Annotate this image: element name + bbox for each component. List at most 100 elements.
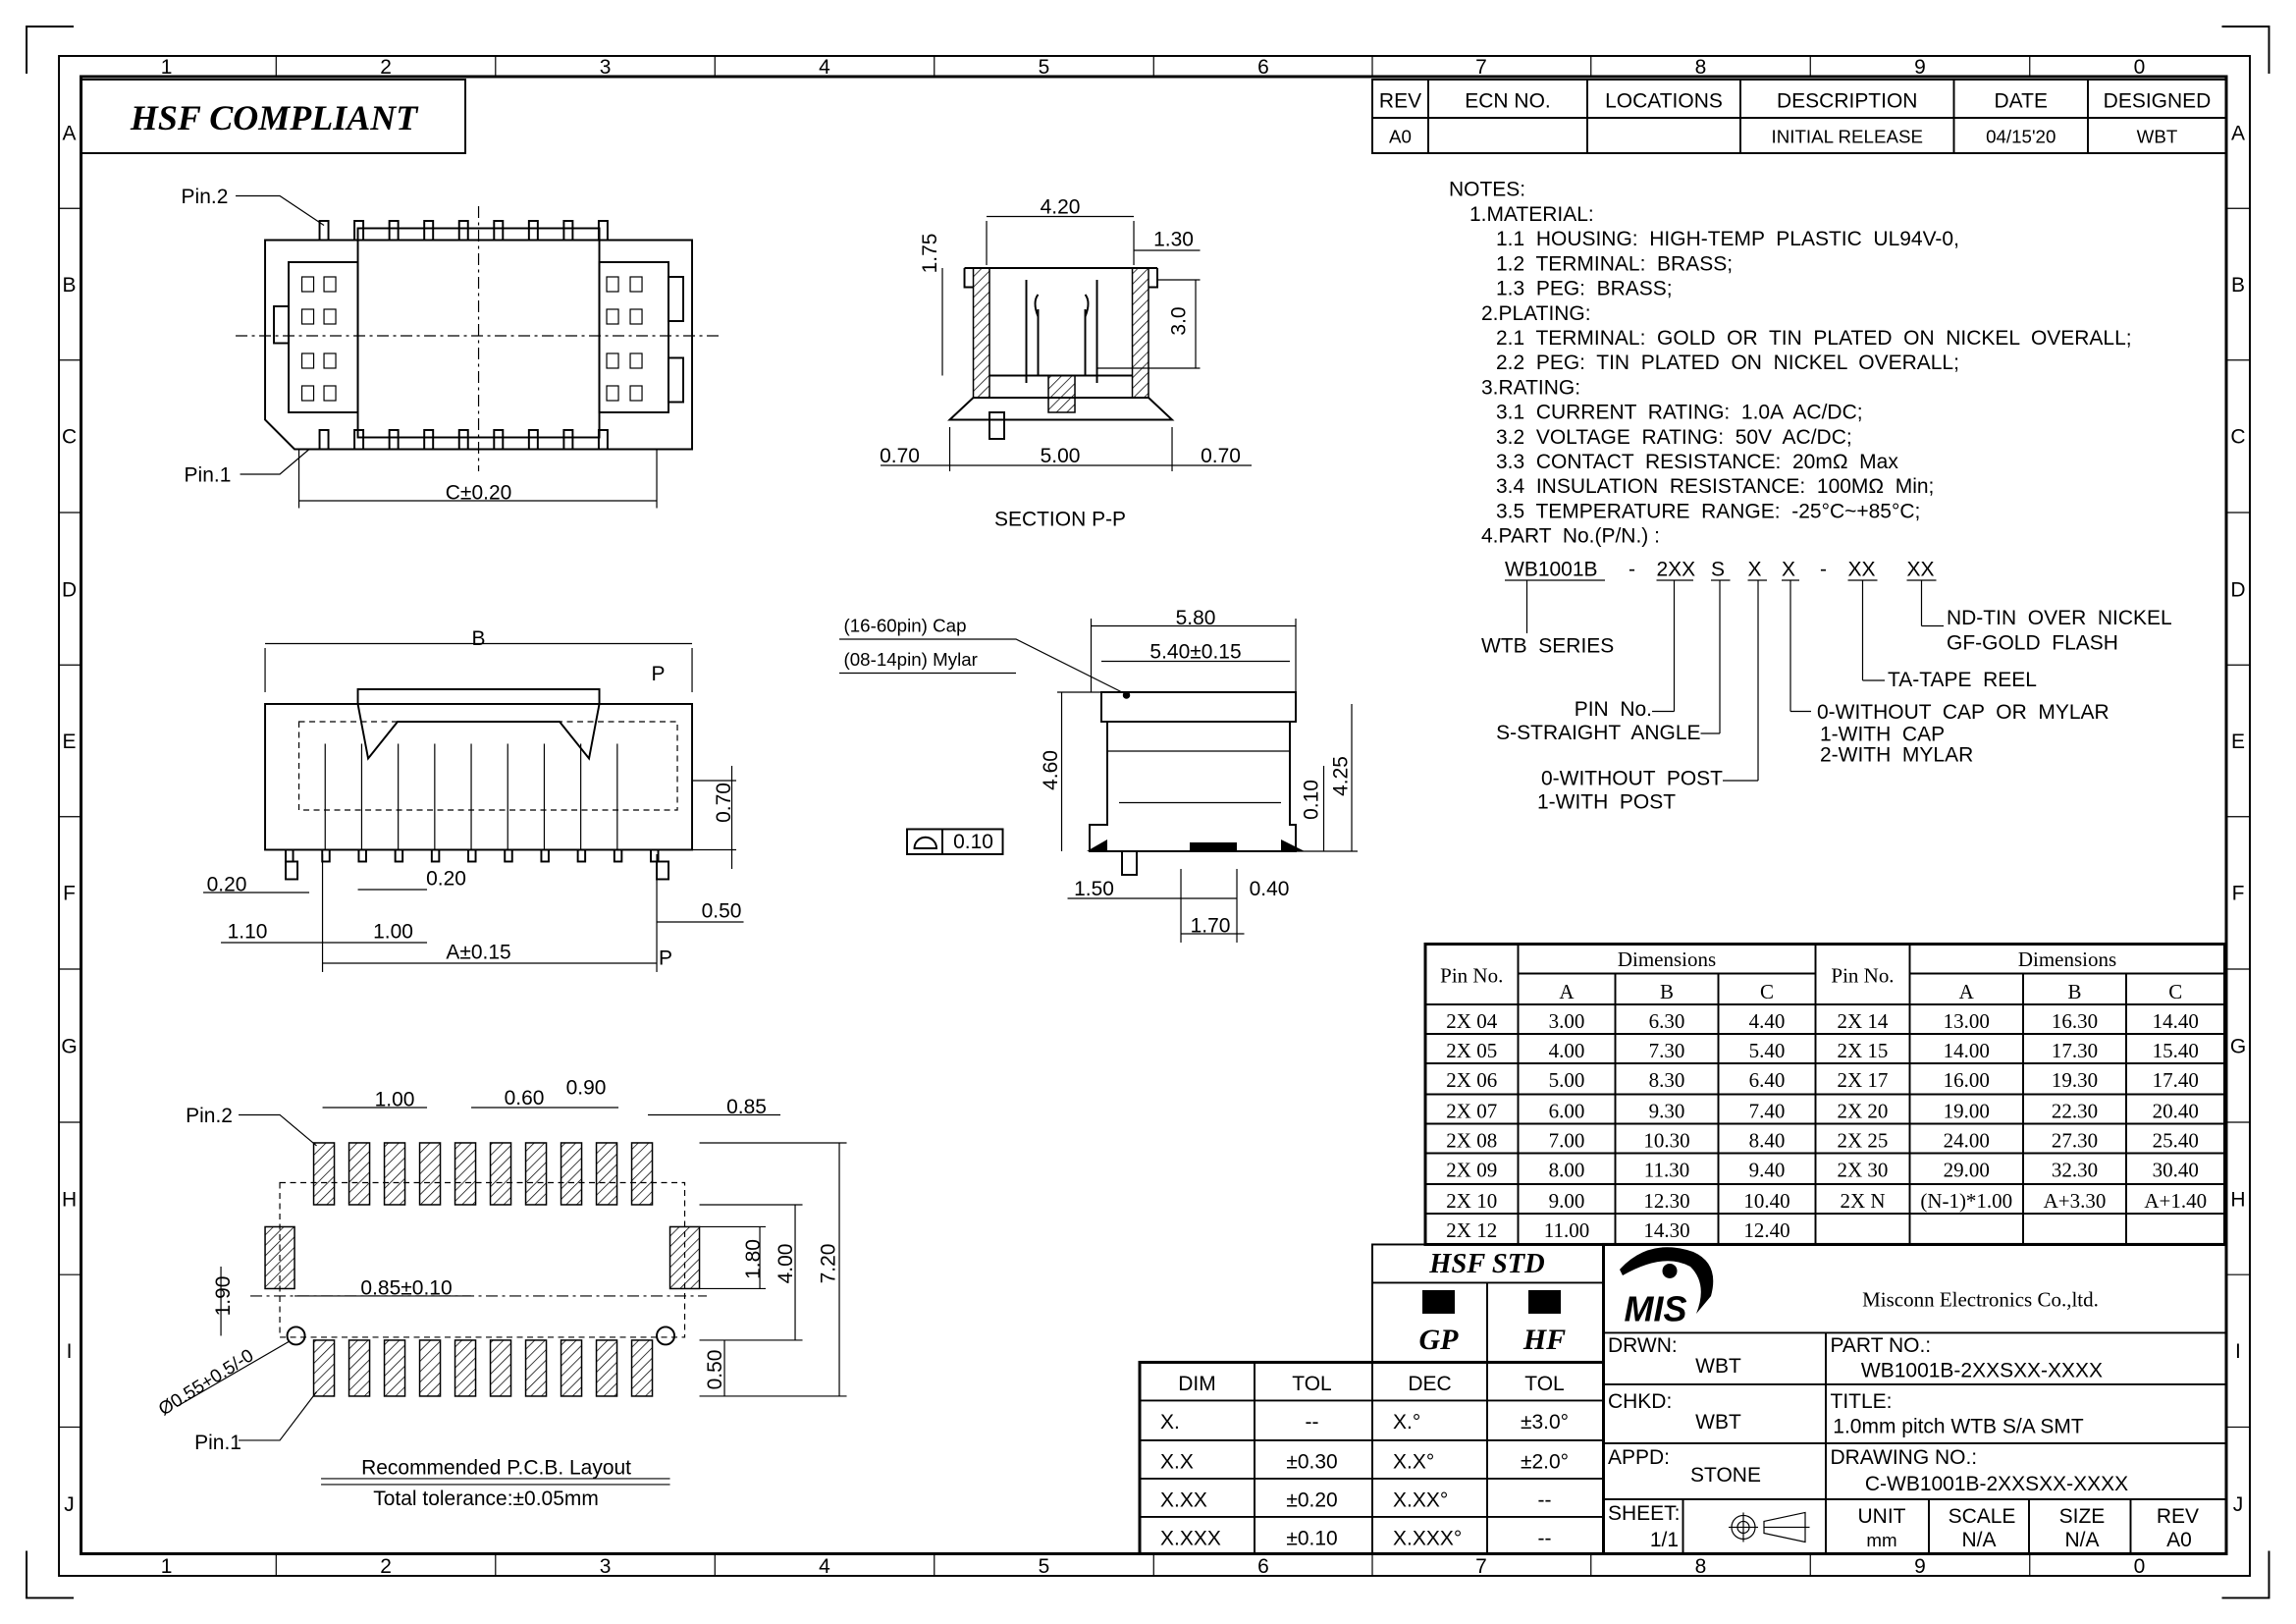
dim-c: C±0.20 xyxy=(446,481,512,504)
side-pin xyxy=(467,848,477,863)
pcb-pad xyxy=(630,1142,654,1206)
dim-cell: X.X xyxy=(1160,1450,1194,1473)
frame-column-label-top: 8 xyxy=(1695,56,1707,79)
pcb-pad xyxy=(454,1339,477,1397)
pcb-dim-4-00: 4.00 xyxy=(774,1244,797,1284)
drwn-value: WBT xyxy=(1695,1355,1741,1378)
table-cell: 15.40 xyxy=(2153,1039,2199,1062)
angle-tol-cell: -- xyxy=(1538,1489,1552,1511)
note-line: 1.MATERIAL: xyxy=(1469,203,1594,226)
top-pin xyxy=(562,220,574,242)
part-no-label: PART NO.: xyxy=(1831,1334,1932,1357)
contact-slot xyxy=(323,352,337,369)
table-cell: 7.00 xyxy=(1549,1128,1585,1152)
rev-header: REV xyxy=(1379,89,1421,112)
pcb-layout-title: Recommended P.C.B. Layout xyxy=(361,1456,631,1479)
drwn-label: DRWN: xyxy=(1608,1334,1678,1357)
table-cell: 22.30 xyxy=(2052,1099,2098,1122)
note-line: 1.3 PEG: BRASS; xyxy=(1496,278,1673,300)
frame-column-label-top: 5 xyxy=(1039,56,1050,79)
frame-column-label-bottom: 9 xyxy=(1914,1555,1926,1578)
pin1-label: Pin.1 xyxy=(185,463,232,486)
pn-segment: 2XX xyxy=(1657,558,1696,580)
scale-label: SCALE xyxy=(1949,1505,2016,1528)
frame-column-label-top: 6 xyxy=(1257,56,1269,79)
top-pin xyxy=(457,429,469,451)
contact-slot xyxy=(323,385,337,402)
table-cell: 8.30 xyxy=(1649,1068,1685,1092)
note-line: 3.2 VOLTAGE RATING: 50V AC/DC; xyxy=(1496,426,1852,449)
title-value: 1.0mm pitch WTB S/A SMT xyxy=(1833,1415,2084,1437)
cap-label: (16-60pin) Cap xyxy=(844,615,967,635)
table-cell: 9.40 xyxy=(1749,1158,1786,1181)
corner-marks xyxy=(26,26,2270,1599)
dec-cell: X.° xyxy=(1393,1411,1420,1434)
table-cell: 8.00 xyxy=(1549,1158,1585,1181)
note-line: 3.3 CONTACT RESISTANCE: 20mΩ Max xyxy=(1496,451,1898,473)
dim-0-10: 0.10 xyxy=(1301,780,1323,820)
contact-slot xyxy=(300,276,315,293)
pcb-pad xyxy=(347,1142,371,1206)
top-pin xyxy=(457,220,469,242)
frame-row-label-left: H xyxy=(62,1188,77,1211)
frame-row-label-left: D xyxy=(62,578,77,601)
pcb-pin2-label: Pin.2 xyxy=(186,1105,233,1127)
chkd-label: CHKD: xyxy=(1608,1390,1672,1413)
dim-1-75: 1.75 xyxy=(919,234,941,274)
pn-segment: X xyxy=(1748,558,1762,580)
table-cell: 2X N xyxy=(1840,1189,1885,1213)
dim-1-50: 1.50 xyxy=(1074,878,1114,900)
dim-1-70: 1.70 xyxy=(1191,914,1231,937)
table-cell: 9.00 xyxy=(1549,1189,1585,1213)
side-pin xyxy=(394,848,404,863)
table-cell: 11.30 xyxy=(1644,1158,1689,1181)
frame-row-label-left: I xyxy=(67,1340,73,1363)
dim-col-header: A xyxy=(1959,980,1974,1003)
dec-header: DEC xyxy=(1408,1373,1451,1395)
frame-row-label-left: G xyxy=(61,1035,77,1057)
contact-slot xyxy=(629,352,643,369)
contact-slot xyxy=(323,276,337,293)
pcb-dim-0-85-tol: 0.85±0.10 xyxy=(360,1276,452,1299)
top-view: Pin.2 Pin.1 C±0.20 xyxy=(182,186,722,509)
frame-column-label-bottom: 4 xyxy=(819,1555,830,1578)
dim-a: A±0.15 xyxy=(446,941,510,963)
frame-column-label-bottom: 6 xyxy=(1257,1555,1269,1578)
section-view: 4.20 1.30 1.75 3.0 0.70 5.00 0.70 SECTIO… xyxy=(880,195,1253,530)
pn-segment: X xyxy=(1782,558,1795,580)
table-cell: 2X 05 xyxy=(1446,1039,1497,1062)
hsf-compliant-box: HSF COMPLIANT xyxy=(80,79,467,154)
note-line: 3.RATING: xyxy=(1481,376,1580,399)
pn-key-label: 0-WITHOUT POST xyxy=(1541,767,1723,789)
dim-3-0: 3.0 xyxy=(1168,306,1191,335)
table-cell: 2X 04 xyxy=(1446,1009,1497,1033)
table-cell: A+3.30 xyxy=(2044,1189,2107,1213)
frame-column-label-top: 0 xyxy=(2134,56,2146,79)
frame-column-label-bottom: 3 xyxy=(600,1555,612,1578)
side-pin xyxy=(650,848,660,863)
note-line: 1.1 HOUSING: HIGH-TEMP PLASTIC UL94V-0, xyxy=(1496,228,1959,250)
hf-marker xyxy=(1528,1289,1562,1314)
pcb-pad xyxy=(489,1339,512,1397)
dim-0-70-left: 0.70 xyxy=(880,445,920,467)
frame-row-label-right: A xyxy=(2231,122,2245,144)
table-cell: 20.40 xyxy=(2153,1099,2199,1122)
table-cell: 2X 30 xyxy=(1838,1158,1889,1181)
dim-cell: X.XX xyxy=(1160,1489,1207,1511)
pn-key-label: 0-WITHOUT CAP OR MYLAR xyxy=(1817,701,2109,724)
title-block: MIS Misconn Electronics Co.,ltd. DRWN: W… xyxy=(1602,1242,2228,1555)
table-cell: 9.30 xyxy=(1649,1099,1685,1122)
top-pin xyxy=(388,220,400,242)
contact-slot xyxy=(629,385,643,402)
contact-slot xyxy=(629,276,643,293)
pcb-pad xyxy=(383,1339,406,1397)
frame-row-label-left: J xyxy=(64,1493,74,1516)
angle-tol-cell: -- xyxy=(1538,1527,1552,1549)
frame-column-label-bottom: 1 xyxy=(161,1555,173,1578)
angle-tol-cell: ±3.0° xyxy=(1521,1411,1569,1434)
table-cell: 32.30 xyxy=(2052,1158,2098,1181)
pn-key-label: TA-TAPE REEL xyxy=(1888,669,2037,691)
dim-cell: X. xyxy=(1160,1411,1180,1434)
